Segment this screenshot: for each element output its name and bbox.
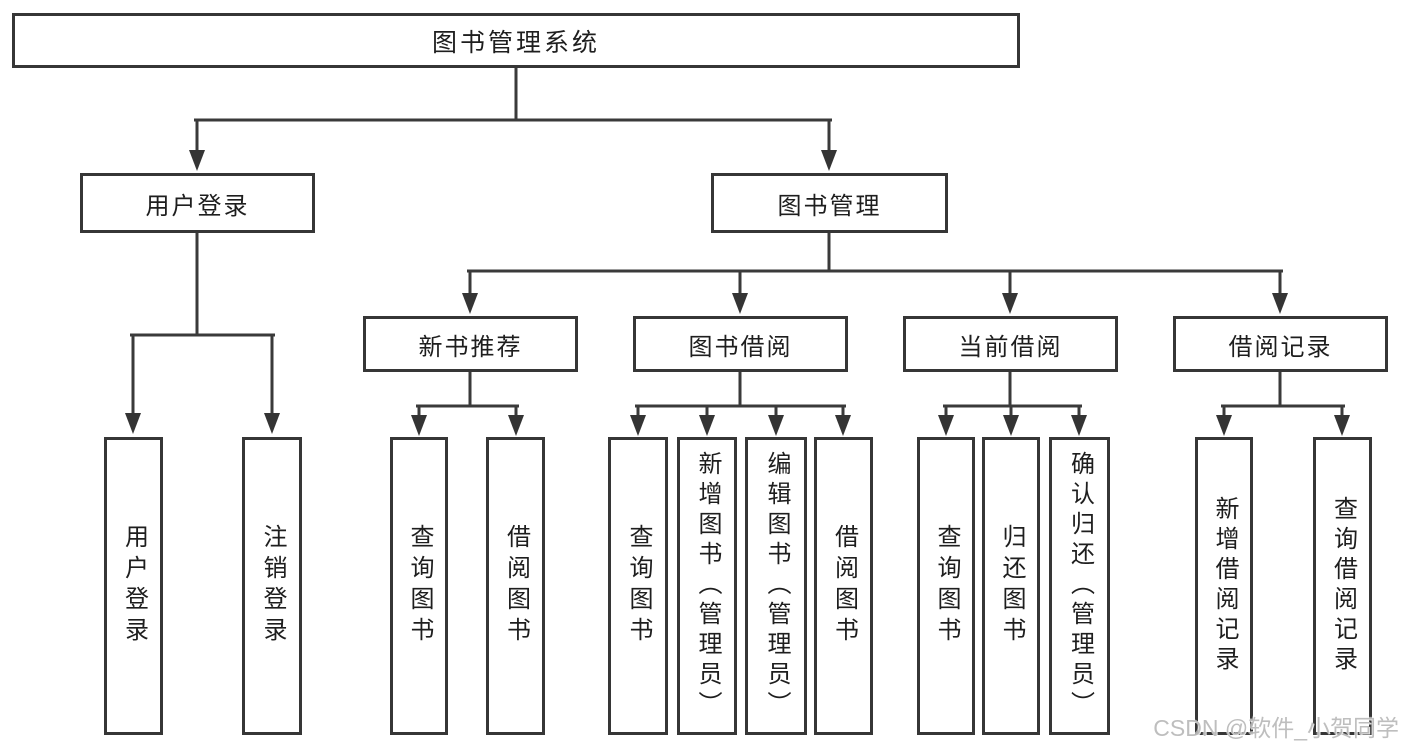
- connector-newbooks-children: [416, 370, 519, 420]
- csdn-watermark: CSDN @软件_小贺同学: [1153, 715, 1399, 741]
- connector-current-children: [943, 370, 1082, 420]
- node-book-borrow: 图书借阅: [633, 316, 848, 372]
- node-borrow-records: 借阅记录: [1173, 316, 1388, 372]
- arrowhead: [630, 415, 646, 436]
- arrowhead: [768, 415, 784, 436]
- node-new-book-recommend: 新书推荐: [363, 316, 578, 372]
- node-label: 编辑图书（管理员）: [763, 451, 790, 721]
- arrowhead: [264, 413, 280, 434]
- arrowhead: [821, 150, 837, 171]
- leaf-add-borrow-record: 新增借阅记录: [1195, 437, 1253, 735]
- arrowhead: [732, 293, 748, 314]
- node-current-borrow: 当前借阅: [903, 316, 1118, 372]
- leaf-add-book-admin: 新增图书（管理员）: [677, 437, 737, 735]
- arrowhead: [411, 415, 427, 436]
- node-label: 新书推荐: [418, 333, 523, 361]
- leaf-confirm-return-admin: 确认归还（管理员）: [1049, 437, 1110, 735]
- node-label: 用户登录: [120, 524, 148, 648]
- node-label: 归还图书: [998, 524, 1025, 648]
- arrowhead: [1002, 293, 1018, 314]
- node-label: 新增图书（管理员）: [694, 451, 721, 721]
- arrowhead: [699, 415, 715, 436]
- node-label: 借阅图书: [830, 524, 858, 648]
- connector-userlogin-children: [130, 231, 275, 418]
- node-label: 查询图书: [625, 524, 652, 648]
- node-label: 借阅图书: [502, 524, 530, 648]
- node-label: 注销登录: [259, 524, 286, 648]
- leaf-borrow-books-2: 借阅图书: [814, 437, 873, 735]
- node-label: 当前借阅: [958, 333, 1063, 361]
- leaf-query-books-3: 查询图书: [917, 437, 975, 735]
- leaf-query-books-2: 查询图书: [608, 437, 668, 735]
- arrowhead: [1216, 415, 1232, 436]
- node-label: 新增借阅记录: [1211, 496, 1238, 676]
- leaf-borrow-books-1: 借阅图书: [486, 437, 545, 735]
- arrowhead: [1071, 415, 1087, 436]
- connector-bookmgmt-children: [467, 231, 1283, 299]
- connector-borrow-children: [635, 370, 846, 420]
- leaf-logout: 注销登录: [242, 437, 302, 735]
- node-book-management-branch: 图书管理: [711, 173, 948, 233]
- leaf-edit-book-admin: 编辑图书（管理员）: [745, 437, 807, 735]
- node-user-login-branch: 用户登录: [80, 173, 315, 233]
- arrowhead: [1334, 415, 1350, 436]
- node-label: 确认归还（管理员）: [1066, 451, 1094, 721]
- node-label: 图书管理系统: [431, 28, 600, 57]
- node-label: 图书借阅: [688, 333, 793, 361]
- node-label: 借阅记录: [1228, 333, 1333, 361]
- arrowhead: [508, 415, 524, 436]
- arrowhead: [125, 413, 141, 434]
- connector-records-children: [1221, 370, 1345, 420]
- leaf-user-login: 用户登录: [104, 437, 163, 735]
- node-label: 查询借阅记录: [1329, 496, 1357, 676]
- arrowhead: [1003, 415, 1019, 436]
- node-label: 图书管理: [777, 192, 882, 220]
- node-label: 用户登录: [145, 192, 250, 220]
- arrowhead: [835, 415, 851, 436]
- node-system-root: 图书管理系统: [12, 13, 1020, 68]
- arrowhead: [189, 150, 205, 171]
- node-label: 查询图书: [406, 524, 433, 648]
- node-label: 查询图书: [933, 524, 960, 648]
- arrowhead: [938, 415, 954, 436]
- arrowhead: [462, 293, 478, 314]
- leaf-query-borrow-record: 查询借阅记录: [1313, 437, 1372, 735]
- connector-root-to-level2: [194, 66, 832, 156]
- leaf-query-books-1: 查询图书: [390, 437, 448, 735]
- leaf-return-books: 归还图书: [982, 437, 1040, 735]
- arrowhead: [1272, 293, 1288, 314]
